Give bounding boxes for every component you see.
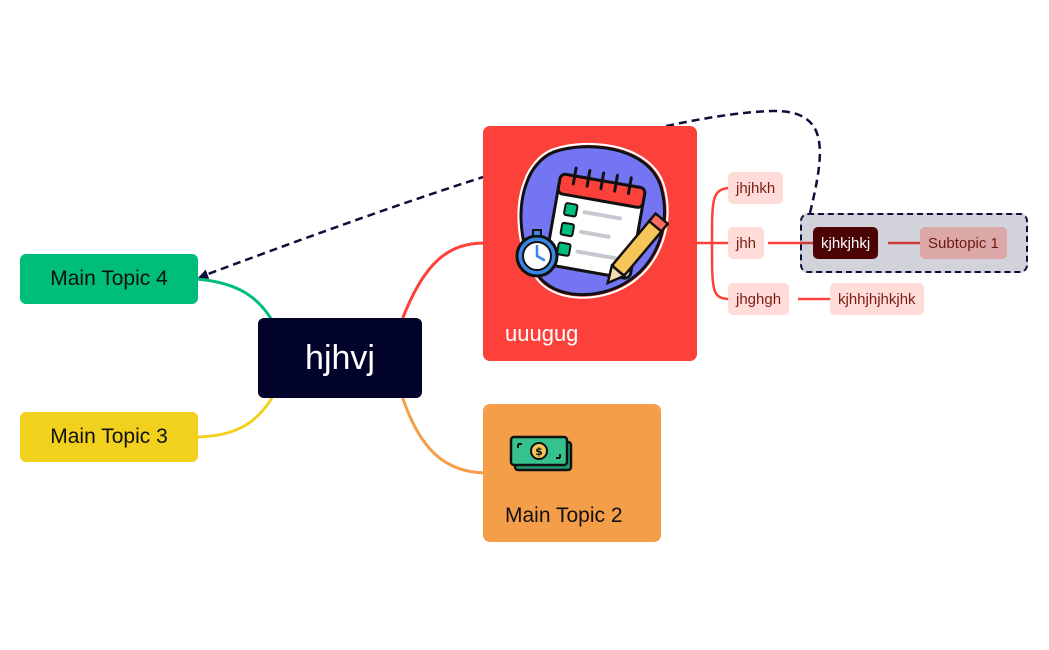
branch-uuugug-subtopics — [697, 186, 729, 301]
main-topic-uuugug[interactable]: uuugug — [483, 126, 697, 361]
subtopic-kjhhjhjhkjhk[interactable]: kjhhjhjhkjhk — [830, 283, 924, 315]
main-topic-2[interactable]: $ Main Topic 2 — [483, 404, 661, 542]
central-topic[interactable]: hjhvj — [258, 318, 422, 398]
svg-text:$: $ — [535, 445, 543, 458]
subtopic-label: jhghgh — [736, 290, 782, 308]
subtopic-label: jhjhkh — [736, 179, 776, 197]
branch-to-main-topic-4 — [196, 277, 274, 321]
subtopic-jhh[interactable]: jhh — [728, 227, 765, 259]
central-topic-label: hjhvj — [305, 338, 375, 377]
calendar-checklist-icon — [515, 142, 669, 299]
relationship-line[interactable] — [198, 109, 822, 279]
subtopic-kjhkjhkj[interactable]: kjhkjhkj — [813, 227, 879, 259]
subtopic-subtopic-1[interactable]: Subtopic 1 — [920, 227, 1007, 259]
main-topic-3-label: Main Topic 3 — [50, 425, 168, 448]
subtopic-label: kjhhjhjhkjhk — [838, 290, 916, 308]
branch-to-main-topic-3 — [196, 397, 274, 439]
main-topic-4-label: Main Topic 4 — [50, 267, 168, 290]
main-topic-3[interactable]: Main Topic 3 — [20, 412, 198, 462]
money-bills-icon: $ — [509, 435, 573, 472]
subtopic-jhghgh[interactable]: jhghgh — [728, 283, 790, 315]
subtopic-label: kjhkjhkj — [821, 234, 871, 252]
branch-to-main-topic-2 — [400, 395, 486, 475]
main-topic-uuugug-label: uuugug — [505, 321, 579, 346]
main-topic-2-label: Main Topic 2 — [505, 504, 623, 527]
subtopic-label: jhh — [736, 234, 757, 252]
subtopic-label: Subtopic 1 — [928, 234, 999, 252]
main-topic-4[interactable]: Main Topic 4 — [20, 254, 198, 304]
subtopic-jhjhkh[interactable]: jhjhkh — [728, 172, 784, 204]
branch-to-uuugug — [400, 241, 486, 321]
